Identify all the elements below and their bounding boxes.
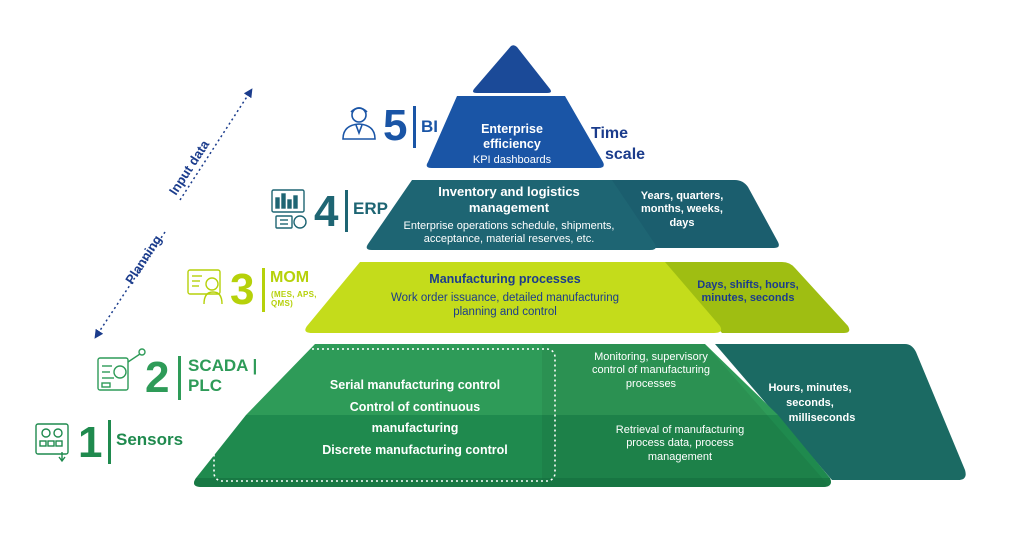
level-3-desc: Work order issuance, detailed manufactur… [391,292,619,319]
level-3-layer [305,262,722,333]
level-3-title: Manufacturing processes [429,272,581,286]
level-3-label: MOM [270,269,310,286]
level-2-label: SCADA |PLC [188,356,258,396]
level-2-number: 2 [145,353,170,402]
calculator-icon [271,189,307,229]
scada-panel-icon [97,348,146,391]
level-1-2-shade [542,344,830,487]
level-5-divider [413,106,416,148]
level-4-layer [366,180,656,250]
level-4-divider [345,190,348,232]
level-4-label: ERP [353,199,388,218]
level-3-sublabel: (MES, APS,QMS) [271,290,317,309]
level-1-divider [108,420,111,464]
time-scale-title: Time scale [591,125,646,163]
level-2-time-block [715,344,966,480]
level-2-layer [246,344,778,415]
planning-arrow [94,231,166,339]
control-box-text: Serial manufacturing control Control of … [322,378,508,457]
level-3-time: Days, shifts, hours,minutes, seconds [697,279,799,305]
level-5-label: BI [421,117,438,136]
level-4-time: Years, quarters,months, weeks,days [640,190,724,229]
control-box-outline [213,348,556,482]
level-1-number: 1 [78,418,103,467]
level-1-label: Sensors [116,430,184,449]
level-4-desc: Enterprise operations schedule, shipment… [403,220,615,246]
sensor-icon [35,423,69,463]
level-4-number: 4 [314,187,339,236]
pyramid-apex [473,45,551,93]
level-2-divider [178,356,181,400]
level-3-divider [262,268,265,312]
level-1-layer [194,415,831,487]
person-icon [342,107,376,140]
level-5-desc: KPI dashboards [472,154,552,166]
level-5-layer [426,96,604,168]
level-5-number: 5 [383,101,408,150]
input-data-arrow [179,88,253,201]
level-3-number: 3 [230,265,255,314]
operator-monitor-icon [187,269,223,305]
level-2-time: Hours, minutes,seconds,milliseconds [768,382,856,424]
